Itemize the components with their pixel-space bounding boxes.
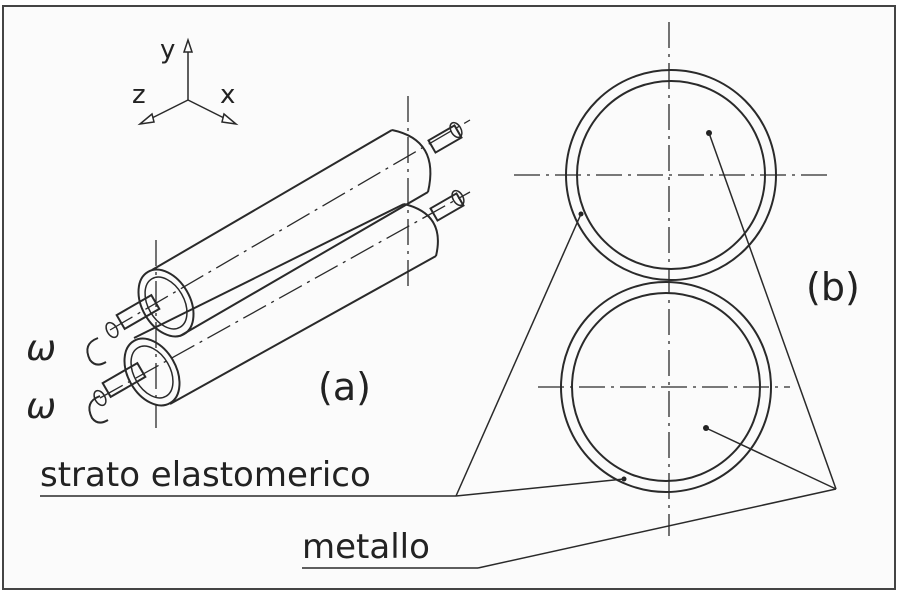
axes-triad: y z x — [132, 35, 239, 126]
roller-upper — [105, 119, 471, 339]
axis-z-label: z — [132, 80, 146, 110]
leader-lines — [40, 132, 837, 569]
axis-x-label: x — [220, 80, 235, 110]
z-arrow-icon — [137, 112, 155, 126]
omega-upper: ω — [26, 328, 107, 369]
axis-y-label: y — [160, 35, 175, 65]
omega-lower: ω — [26, 386, 109, 427]
metallo-label: metallo — [302, 527, 430, 567]
svg-text:ω: ω — [26, 328, 56, 369]
view-a-label: (a) — [318, 365, 371, 409]
section-lower — [538, 281, 790, 493]
rotation-arrow-icon — [88, 395, 109, 424]
strato-elastomerico-label: strato elastomerico — [40, 455, 371, 495]
x-arrow-icon — [221, 112, 239, 126]
view-b-label: (b) — [806, 265, 860, 309]
svg-text:ω: ω — [26, 386, 56, 427]
section-upper — [514, 69, 828, 281]
y-arrow-icon — [182, 37, 194, 53]
rotation-arrow-icon — [86, 337, 107, 366]
